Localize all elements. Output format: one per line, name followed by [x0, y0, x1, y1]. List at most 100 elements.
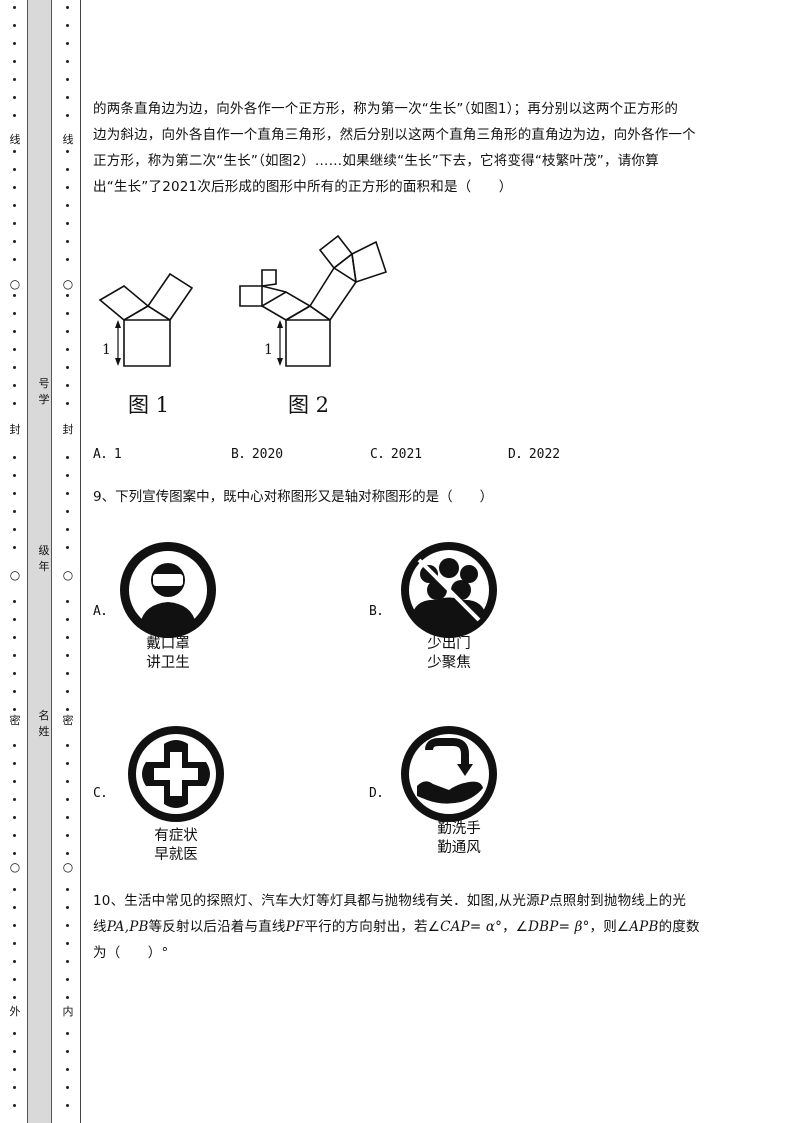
binding-dot — [66, 294, 69, 297]
q8-option-a: A．1 — [93, 447, 122, 462]
binding-dot — [13, 114, 16, 117]
binding-dot — [13, 42, 16, 45]
binding-mark: 封 — [10, 423, 20, 437]
binding-dot — [66, 600, 69, 603]
text-segment: ，∠ — [502, 919, 529, 935]
binding-dot — [66, 798, 69, 801]
binding-dot — [13, 852, 16, 855]
binding-mark: 内 — [63, 1005, 73, 1019]
binding-dot — [13, 456, 16, 459]
binding-dot — [13, 1104, 16, 1107]
q8-option-c: C．2021 — [370, 447, 423, 462]
q9-option-a-caption: 戴口罩 讲卫生 — [108, 635, 228, 673]
binding-dot — [13, 618, 16, 621]
binding-mark: 线 — [10, 133, 20, 147]
fig1-square-left — [98, 285, 150, 321]
binding-dot — [13, 600, 16, 603]
binding-dot — [13, 960, 16, 963]
binding-dot — [66, 744, 69, 747]
student-number-label: 号学 — [38, 377, 50, 406]
figure-1-diagram — [98, 272, 194, 367]
binding-dot — [13, 690, 16, 693]
binding-dot — [13, 402, 16, 405]
q9-option-a-letter: A． — [93, 604, 114, 619]
caption-line: 少聚焦 — [427, 655, 471, 671]
binding-dot — [66, 996, 69, 999]
binding-dot — [13, 474, 16, 477]
var-alpha: = α° — [469, 919, 503, 935]
binding-dot — [66, 1104, 69, 1107]
var-pa-pb: PA,PB — [106, 919, 149, 935]
binding-dot — [66, 636, 69, 639]
binding-dot — [66, 186, 69, 189]
binding-mark: ○ — [10, 568, 20, 582]
binding-dot — [13, 78, 16, 81]
binding-dot — [66, 24, 69, 27]
q10-line-3: 为（ ）° — [93, 945, 169, 961]
text-segment: 线 — [93, 919, 107, 935]
binding-dot — [66, 312, 69, 315]
binding-dot — [66, 1086, 69, 1089]
question-10-text: 10、生活中常见的探照灯、汽车大灯等灯具都与抛物线有关．如图,从光源P点照射到抛… — [93, 888, 743, 966]
binding-dot — [66, 708, 69, 711]
caption-line: 早就医 — [154, 847, 198, 863]
name-label: 名姓 — [38, 709, 50, 738]
binding-dot — [13, 654, 16, 657]
binding-dots-outer: 线○封○密○外 — [10, 0, 20, 1123]
fig2-top-square-2 — [351, 240, 388, 284]
binding-dot — [66, 150, 69, 153]
binding-dot — [13, 150, 16, 153]
q9-option-b-letter: B． — [369, 604, 390, 619]
binding-dot — [13, 1050, 16, 1053]
binding-dot — [66, 780, 69, 783]
question-8-text: 的两条直角边为边，向外各作一个正方形，称为第一次“生长”（如图1）；再分别以这两… — [93, 96, 743, 200]
binding-dot — [13, 942, 16, 945]
text-segment: ，则∠ — [589, 919, 630, 935]
binding-mark: 外 — [10, 1005, 20, 1019]
caption-line: 勤洗手 — [437, 821, 481, 837]
binding-dot — [13, 510, 16, 513]
binding-dot — [13, 330, 16, 333]
binding-dot — [13, 294, 16, 297]
var-p: P — [539, 893, 550, 909]
binding-dot — [13, 798, 16, 801]
binding-dot — [66, 456, 69, 459]
question-9-stem: 9、下列宣传图案中，既中心对称图形又是轴对称图形的是（ ） — [93, 489, 494, 505]
q9-option-c-letter: C． — [93, 786, 114, 801]
caption-line: 少出门 — [427, 636, 471, 652]
binding-dot — [13, 528, 16, 531]
hand-washing-icon — [401, 726, 497, 822]
binding-dot — [13, 780, 16, 783]
binding-dot — [66, 114, 69, 117]
binding-dot — [66, 384, 69, 387]
binding-mark: 密 — [63, 714, 73, 728]
q8-line: 正方形，称为第二次“生长”（如图2）……如果继续“生长”下去，它将变得“枝繁叶茂… — [93, 153, 659, 169]
fig1-side-label: 1 — [102, 342, 111, 358]
fig2-side-label: 1 — [264, 342, 273, 358]
binding-dot — [13, 492, 16, 495]
q9-option-d-caption: 勤洗手 勤通风 — [399, 820, 519, 858]
var-beta: = β° — [558, 919, 590, 935]
binding-dot — [13, 96, 16, 99]
binding-dot — [66, 834, 69, 837]
binding-dot — [13, 636, 16, 639]
binding-dot — [66, 852, 69, 855]
binding-dot — [66, 240, 69, 243]
text-segment: 等反射以后沿着与直线 — [148, 919, 286, 935]
class-label: 级年 — [38, 544, 50, 573]
binding-dot — [66, 222, 69, 225]
binding-dot — [66, 474, 69, 477]
binding-dot — [66, 78, 69, 81]
binding-dot — [66, 42, 69, 45]
q8-line: 边为斜边，向外各自作一个直角三角形，然后分别以这两个直角三角形的直角边为边，向外… — [93, 127, 696, 143]
fig1-square-right — [146, 272, 194, 322]
q9-option-b-caption: 少出门 少聚焦 — [389, 635, 509, 673]
binding-dot — [66, 1068, 69, 1071]
binding-dot — [13, 240, 16, 243]
binding-mark: ○ — [63, 860, 73, 874]
text-segment: 10、生活中常见的探照灯、汽车大灯等灯具都与抛物线有关．如图,从光源 — [93, 893, 540, 909]
binding-dot — [66, 348, 69, 351]
binding-dot — [13, 60, 16, 63]
binding-dot — [66, 168, 69, 171]
binding-dot — [13, 348, 16, 351]
